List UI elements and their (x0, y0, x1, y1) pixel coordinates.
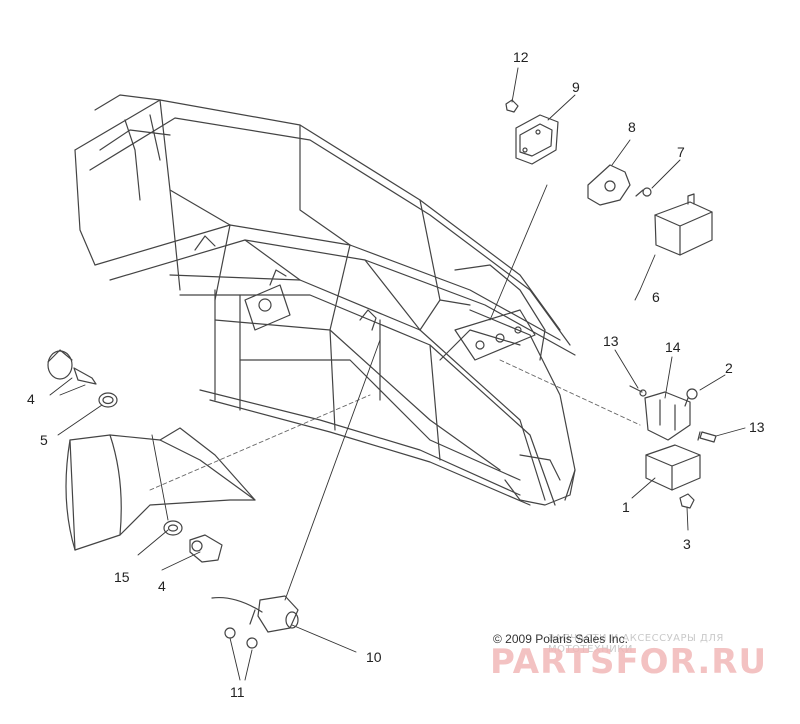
part-1-relay (645, 444, 701, 491)
callout-13-left: 13 (603, 333, 619, 349)
callout-13-right: 13 (749, 419, 765, 435)
callout-14: 14 (665, 339, 681, 355)
part-8-gasket (587, 164, 631, 206)
callout-7: 7 (677, 144, 685, 160)
part-4b-socket (189, 534, 223, 563)
leader-lines (49, 67, 746, 681)
callout-1: 1 (622, 499, 630, 515)
part-13b-bolt (697, 431, 717, 443)
part-10-solenoid (211, 595, 299, 633)
part-15-ring (163, 520, 183, 536)
part-3-nut (679, 493, 695, 509)
callout-11: 11 (230, 684, 245, 700)
callout-4-top: 4 (27, 391, 35, 407)
part-7-screw (635, 187, 652, 197)
headlight-housing (65, 427, 256, 551)
callout-labels: 12 9 8 7 6 13 14 2 13 1 3 4 5 15 4 10 11 (27, 49, 765, 700)
part-4a-switch (47, 349, 97, 385)
watermark-logo: PARTSFOR.RU (490, 642, 768, 682)
watermark-tagline: ЗАПЧАСТИ И АКСЕССУАРЫ ДЛЯ МОТОТЕХНИКИ (548, 633, 724, 655)
leader-dashes (149, 359, 641, 491)
part-6-module (654, 193, 713, 256)
atv-frame (74, 94, 576, 506)
part-9-bracket (515, 114, 559, 165)
callout-2: 2 (725, 360, 733, 376)
callout-3: 3 (683, 536, 691, 552)
part-2-screw (684, 388, 698, 407)
callout-9: 9 (572, 79, 580, 95)
copyright-text: © 2009 Polaris Sales Inc. (493, 632, 628, 646)
part-5-ring (98, 392, 118, 408)
callout-6: 6 (652, 289, 660, 305)
part-14-bracket (644, 391, 691, 441)
callout-10: 10 (366, 649, 382, 665)
part-12-clip (505, 99, 519, 113)
callout-4-bottom: 4 (158, 578, 166, 594)
callout-12: 12 (513, 49, 529, 65)
part-13a-bolt (629, 385, 647, 397)
callout-15: 15 (114, 569, 130, 585)
part-11-screws (224, 627, 258, 649)
callout-8: 8 (628, 119, 636, 135)
callout-5: 5 (40, 432, 48, 448)
